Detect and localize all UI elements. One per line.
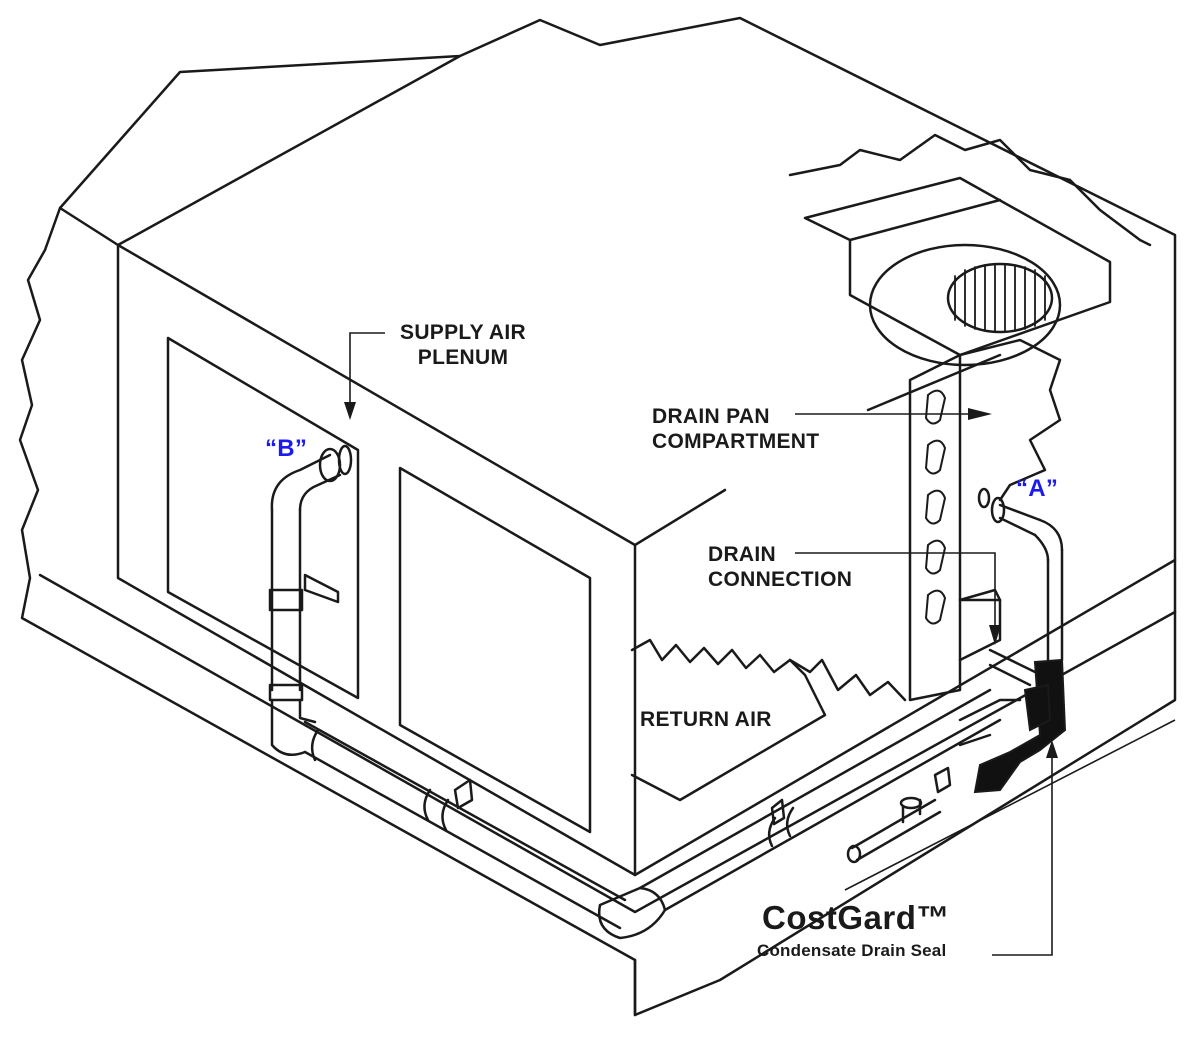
pipe-a-outlet-end [846, 844, 862, 864]
pipe-b-vertical [270, 508, 302, 692]
bracket-mid-1 [453, 778, 474, 810]
supply-air-plenum-label: SUPPLY AIR PLENUM [388, 320, 538, 370]
leader-costgard [992, 752, 1053, 956]
blower-opening [946, 262, 1054, 334]
blower-ring [868, 243, 1062, 367]
pipe-b-elbow [270, 453, 342, 512]
pipe-a-cleanout-cap [899, 796, 923, 810]
drain-pan-box-top [958, 588, 1002, 602]
pipe-a-flange [990, 496, 1006, 524]
drain-pan-box [958, 598, 1002, 662]
arrowhead-drain-connection [989, 625, 1001, 645]
pipe-a-horizontal [998, 503, 1042, 537]
bracket-a [933, 766, 952, 794]
blower-box [803, 176, 1112, 357]
drain-pan-post [908, 353, 962, 702]
post-slots [925, 389, 946, 625]
drain-pan-line2: COMPARTMENT [652, 430, 820, 453]
costgard-underline [844, 719, 1176, 891]
costgard-seal [973, 658, 1067, 794]
leader-supply-air [349, 332, 385, 405]
blower-box-edge [848, 198, 1002, 242]
blower-housing-outline [788, 133, 1152, 247]
marker-a: “A” [1016, 475, 1059, 502]
access-panel-right [398, 466, 592, 834]
pipe-b-coupling2 [268, 683, 304, 702]
pipe-a-stub [977, 487, 991, 509]
pipe-a-outlet [850, 798, 942, 862]
torn-edge-right [958, 338, 1062, 502]
pipe-b-horizontal [303, 720, 627, 930]
outer-curb-outline [18, 16, 1177, 1017]
pipe-b-coupling [268, 588, 304, 612]
drain-pan-compartment-label: DRAIN PAN COMPARTMENT [652, 404, 819, 454]
return-air-label: RETURN AIR [640, 708, 772, 731]
marker-b: “B” [265, 435, 308, 462]
pipe-corner-elbow [597, 886, 667, 940]
pipe-a-drain-tee [988, 648, 1037, 687]
pipe-a-elbow [1033, 518, 1064, 562]
pipe-b-flange [337, 444, 353, 476]
return-air-jag [788, 658, 907, 702]
drain-connection-label: DRAIN CONNECTION [708, 542, 852, 592]
product-name: CostGard™ [762, 899, 950, 936]
drain-connection-line1: DRAIN [708, 543, 776, 566]
pipe-a-vertical [1046, 548, 1064, 662]
return-air-opening [630, 638, 827, 802]
cabinet-left-face [116, 243, 637, 877]
cabinet-right-lower [633, 558, 1177, 877]
bracket-b [303, 573, 340, 604]
pipe-coupling-mid2 [423, 788, 450, 832]
access-panel-left [166, 336, 360, 700]
pipe-right-horizontal [638, 688, 1002, 912]
compartment-top-line [866, 353, 1002, 412]
pipe-b-lower-elbow [270, 698, 317, 757]
pipe-a-lower-run [958, 698, 1022, 747]
drain-connection-line2: CONNECTION [708, 568, 853, 591]
blower-vanes [954, 263, 1046, 333]
product-subtitle: Condensate Drain Seal [757, 941, 947, 960]
curb-top-edge [58, 206, 120, 247]
drain-pan-line1: DRAIN PAN [652, 405, 770, 428]
pipe-coupling-mid1 [310, 728, 320, 762]
cabinet-base-line [38, 573, 1177, 914]
arrowhead-costgard [1046, 740, 1058, 758]
bracket-mid-2 [770, 798, 786, 826]
cabinet-top-face [116, 54, 727, 547]
supply-air-line1: SUPPLY AIR [400, 321, 526, 344]
leader-drain-connection [795, 552, 996, 625]
post-slot [925, 589, 946, 625]
arrowhead-drain-pan [968, 408, 992, 420]
supply-air-line2: PLENUM [417, 346, 509, 369]
arrowhead-supply-air [344, 402, 356, 420]
